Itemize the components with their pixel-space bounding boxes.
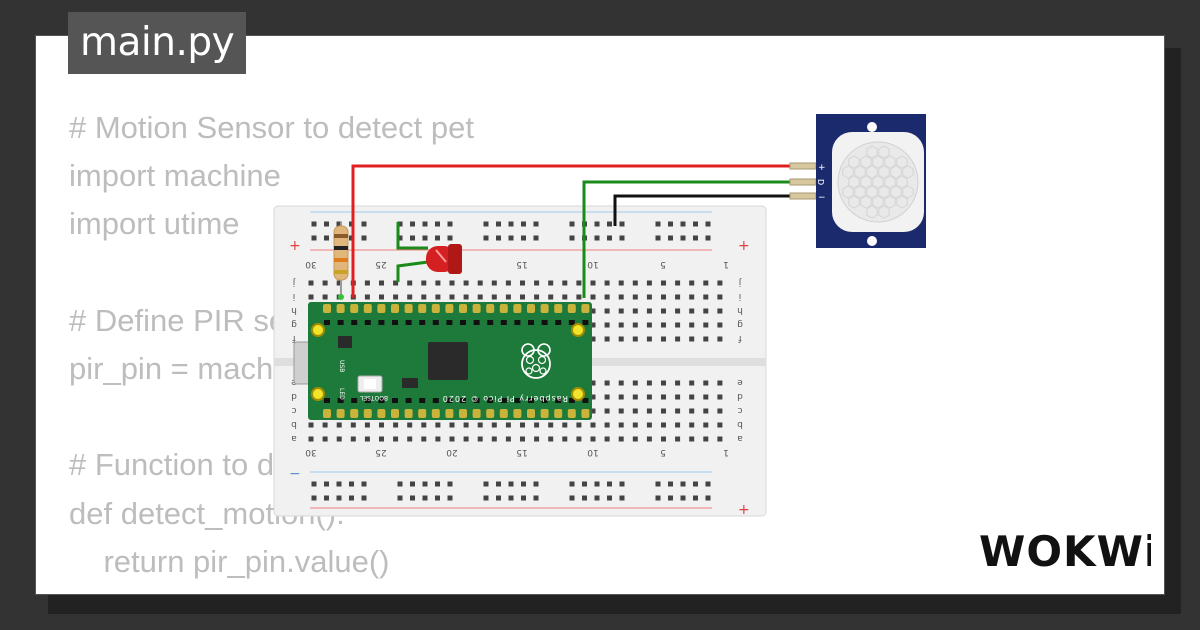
- breadboard-row-letter: b: [291, 419, 297, 429]
- breadboard-row-letter: a: [737, 433, 743, 443]
- rail-plus-label: +: [289, 238, 301, 254]
- wire-signal: [582, 180, 790, 298]
- breadboard-row-letter: g: [737, 319, 743, 329]
- pico-silk-text: Raspberry Pi Pico © 2020: [442, 394, 568, 403]
- breadboard-row-letter: e: [737, 377, 743, 387]
- breadboard-column-number: 25: [375, 447, 386, 457]
- breadboard-column-number: 10: [587, 259, 599, 269]
- file-tab[interactable]: main.py: [68, 12, 247, 74]
- breadboard-row-letter: c: [737, 405, 742, 415]
- pico-usb-label: USB: [338, 360, 345, 372]
- breadboard-row-letter: f: [738, 333, 742, 343]
- breadboard-column-number: 20: [446, 447, 458, 457]
- breadboard-column-number: 5: [660, 447, 666, 457]
- breadboard-column-number: 25: [375, 259, 386, 269]
- wire-gnd: [613, 194, 790, 226]
- pir-pin-label-data: D: [816, 179, 825, 185]
- breadboard-column-number: 30: [305, 447, 317, 457]
- breadboard-row-letter: j: [293, 277, 297, 287]
- breadboard-column-number: 30: [305, 259, 317, 269]
- pir-motion-sensor[interactable]: + D −: [789, 114, 926, 248]
- breadboard-row-letter: d: [291, 391, 297, 401]
- breadboard-row-letter: i: [293, 291, 296, 301]
- code-line: import machine: [69, 158, 281, 194]
- breadboard-row-letter: h: [291, 305, 297, 315]
- pir-pin-label-gnd: −: [818, 193, 826, 203]
- breadboard-row-letter: c: [291, 405, 296, 415]
- rail-plus-label: +: [738, 238, 750, 254]
- breadboard-column-number: 1: [723, 447, 729, 457]
- rail-plus-label: +: [738, 502, 750, 518]
- breadboard-column-number: 1: [723, 259, 729, 269]
- pir-pin-label-vcc: +: [818, 163, 826, 173]
- pico-bootsel-label: BOOTSEL: [359, 394, 388, 401]
- resistor[interactable]: [333, 225, 349, 281]
- code-line: import utime: [69, 206, 240, 242]
- breadboard-row-letter: f: [292, 333, 296, 343]
- code-line: return pir_pin.value(): [69, 543, 390, 579]
- raspberry-pi-pico[interactable]: Raspberry Pi Pico © 2020 BOOTSEL USB LED: [293, 302, 592, 420]
- breadboard-row-letter: g: [291, 319, 297, 329]
- breadboard-row-letter: j: [739, 277, 743, 287]
- wokwi-logo-text: WOKWi: [979, 527, 1151, 574]
- breadboard-column-number: 10: [587, 447, 599, 457]
- rail-minus-label: −: [289, 466, 301, 482]
- raspberry-icon: [521, 343, 551, 379]
- wokwi-logo: WOKWi: [979, 527, 1151, 574]
- breadboard-row-letter: i: [739, 291, 742, 301]
- breadboard-column-number: 15: [516, 447, 527, 457]
- breadboard-column-number: 5: [660, 259, 666, 269]
- red-led[interactable]: [426, 244, 462, 274]
- code-line: # Motion Sensor to detect pet: [69, 110, 474, 145]
- breadboard-row-letter: d: [737, 391, 743, 401]
- breadboard-row-letter: b: [737, 419, 743, 429]
- breadboard-row-letter: h: [737, 305, 743, 315]
- breadboard-row-letter: a: [291, 433, 297, 443]
- breadboard-column-number: 15: [516, 259, 527, 269]
- pico-led-label: LED: [338, 388, 345, 400]
- wire-vcc: [351, 164, 790, 298]
